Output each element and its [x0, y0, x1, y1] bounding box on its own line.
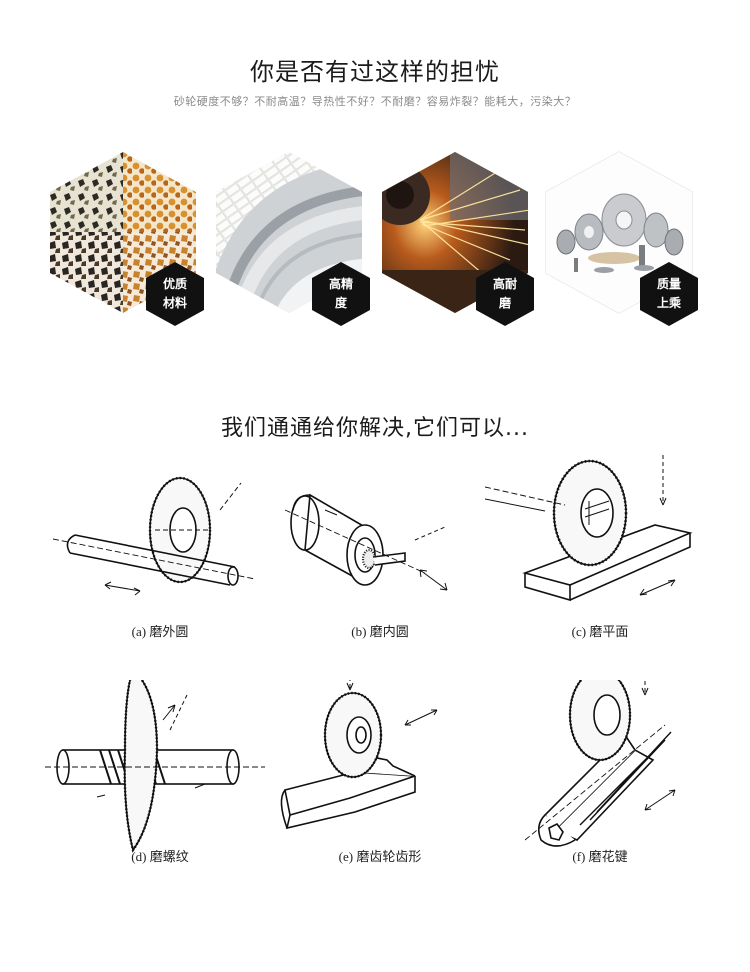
diagram-caption: (d) 磨螺纹 — [131, 849, 189, 864]
grinding-sparks-image — [382, 152, 528, 313]
thread-grinding-icon — [45, 680, 265, 853]
feature-row: 优质 材料 高精 度 — [0, 150, 750, 330]
diagram-caption: (a) 磨外圆 — [131, 624, 189, 639]
page-title: 你是否有过这样的担忧 — [250, 58, 500, 86]
internal-grinding-icon — [284, 493, 448, 591]
diagram-caption: (b) 磨内圆 — [351, 624, 409, 639]
abrasive-grains-image — [50, 152, 196, 313]
feature-label: 高耐 磨 — [492, 277, 517, 310]
diagram-spline-grinding: (f) 磨花键 — [485, 680, 715, 865]
feature-label: 质量 上乘 — [656, 277, 681, 310]
external-cylindrical-grinding-icon — [52, 476, 256, 596]
feature-card-precision: 高精 度 — [214, 150, 370, 326]
spline-grinding-icon — [524, 680, 676, 847]
diagram-surface-grinding: (c) 磨平面 — [485, 455, 715, 640]
surface-grinding-icon — [485, 455, 693, 602]
diagram-caption: (e) 磨齿轮齿形 — [338, 849, 422, 864]
diagram-caption: (c) 磨平面 — [571, 624, 629, 639]
feature-label: 优质 材料 — [162, 277, 187, 310]
feature-card-material: 优质 材料 — [48, 150, 204, 326]
gear-tooth-grinding-icon — [280, 680, 438, 830]
diagram-gear-grinding: (e) 磨齿轮齿形 — [265, 680, 495, 865]
diagram-thread-grinding: (d) 磨螺纹 — [45, 680, 275, 865]
feature-card-wear: 高耐 磨 — [380, 150, 534, 326]
feature-badge: 质量 上乘 — [640, 262, 698, 326]
diagram-external-grinding: (a) 磨外圆 — [45, 455, 275, 640]
diagram-internal-grinding: (b) 磨内圆 — [265, 455, 495, 640]
feature-label: 高精 度 — [328, 277, 353, 310]
page-subtitle: 砂轮硬度不够？不耐高温？导热性不好？不耐磨？容易炸裂？能耗大，污染大？ — [173, 95, 577, 108]
section-title: 我们通通给你解决,它们可以... — [221, 416, 529, 441]
feature-card-quality: 质量 上乘 — [544, 150, 698, 326]
diagram-caption: (f) 磨花键 — [572, 849, 628, 864]
